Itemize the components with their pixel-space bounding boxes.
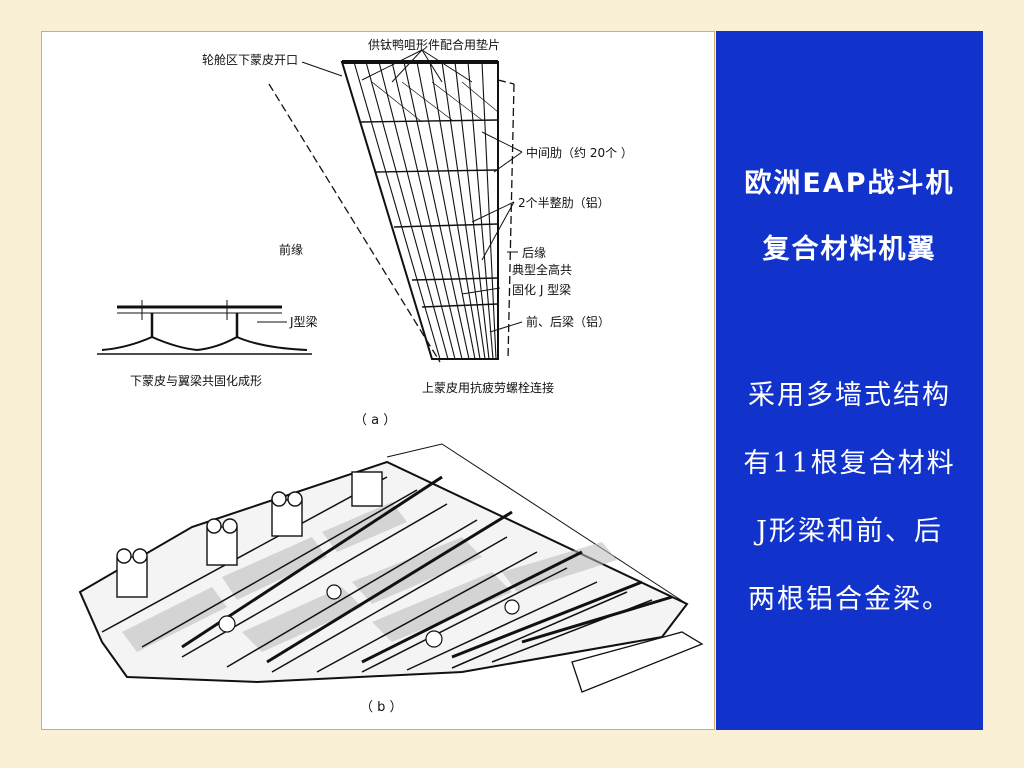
rib-tubes <box>181 475 673 664</box>
diagram-a-labels: 轮舱区下蒙皮开口 供钛鸭咀形件配合用垫片 中间肋（约 20个 ） 2个半整肋（铝… <box>130 37 633 428</box>
figure-panel: 轮舱区下蒙皮开口 供钛鸭咀形件配合用垫片 中间肋（约 20个 ） 2个半整肋（铝… <box>41 31 715 730</box>
side-body-line-2: 有11根复合材料 <box>743 448 956 479</box>
label-lower-skin-cocured: 下蒙皮与翼梁共固化成形 <box>130 373 262 388</box>
trailing-flap <box>571 631 704 693</box>
label-j-beam: J型梁 <box>289 314 318 329</box>
label-trailing-edge: 后缘 <box>522 246 546 260</box>
side-body-line-4: 两根铝合金梁。 <box>748 584 951 615</box>
side-body-line-1: 采用多墙式结构 <box>748 380 951 411</box>
side-body-line-3: J形梁和前、后 <box>756 516 943 547</box>
label-typical-cocured-1: 典型全高共 <box>512 262 572 277</box>
diagram-b-3d-structure <box>78 443 704 693</box>
side-title-line-1: 欧洲EAP战斗机 <box>744 168 955 199</box>
label-leading-edge: 前缘 <box>279 242 303 257</box>
label-upper-skin-bolted: 上蒙皮用抗疲劳螺栓连接 <box>422 380 554 395</box>
side-title-line-2: 复合材料机翼 <box>762 234 937 265</box>
trailing-edge-line <box>497 79 515 85</box>
attachment-lugs <box>116 471 383 598</box>
j-beams <box>353 61 497 360</box>
side-panel: 欧洲EAP战斗机 复合材料机翼 采用多墙式结构 有11根复合材料 J形梁和前、后… <box>716 31 983 730</box>
label-wheel-well-cutout: 轮舱区下蒙皮开口 <box>202 53 298 67</box>
label-shims: 供钛鸭咀形件配合用垫片 <box>368 37 500 52</box>
caption-b: （ b ） <box>360 700 403 715</box>
wing-structure-diagrams: 轮舱区下蒙皮开口 供钛鸭咀形件配合用垫片 中间肋（约 20个 ） 2个半整肋（铝… <box>78 37 704 715</box>
label-front-rear-spars: 前、后梁（铝） <box>526 314 610 329</box>
label-typical-cocured-2: 固化 J 型梁 <box>512 282 571 297</box>
label-intermediate-ribs: 中间肋（约 20个 ） <box>526 145 633 160</box>
ribs <box>359 119 499 308</box>
leading-edge-line <box>268 83 441 363</box>
wing-outline <box>340 61 499 360</box>
diagram-a-planform <box>268 49 523 363</box>
caption-a: （ a ） <box>354 413 396 428</box>
j-beam-cross-section <box>97 300 312 355</box>
label-half-ribs: 2个半整肋（铝） <box>518 195 610 210</box>
beams-3d <box>101 476 653 673</box>
